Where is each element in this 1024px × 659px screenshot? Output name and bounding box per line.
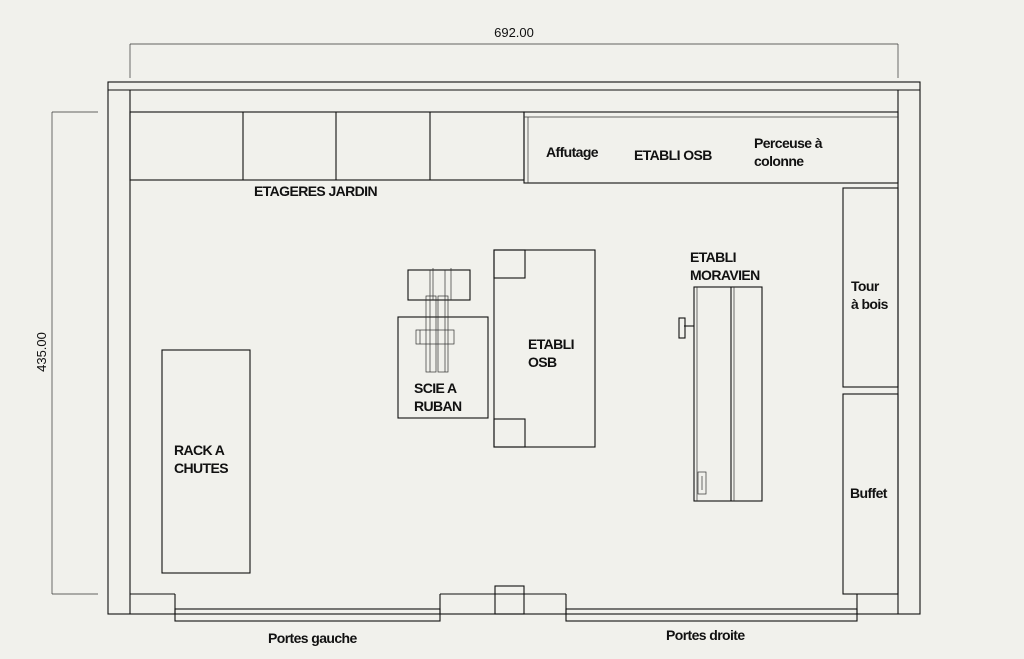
offcut-rack: RACK A CHUTES (161, 349, 251, 574)
label-affutage: Affutage (546, 144, 599, 160)
label-etabli-osb-wall: ETABLI OSB (634, 147, 712, 163)
label-rack-line1: RACK A (174, 442, 225, 458)
label-etabli-osb-line2: OSB (528, 354, 557, 370)
garden-shelves: ETAGERES JARDIN (129, 111, 525, 199)
label-tour-line1: Tour (851, 278, 880, 294)
osb-workbench-center: ETABLI OSB (493, 249, 596, 448)
label-portes-droite: Portes droite (666, 627, 745, 643)
buffet: Buffet (842, 393, 899, 595)
height-dimension: 435.00 (34, 111, 98, 595)
label-perceuse-line2: colonne (754, 153, 804, 169)
width-dimension: 692.00 (129, 25, 899, 78)
left-doors: Portes gauche (174, 608, 441, 646)
label-etabli-moravien-line2: MORAVIEN (690, 267, 760, 283)
wall-workbench: Affutage ETABLI OSB Perceuse à colonne (523, 111, 899, 184)
label-etabli-osb-line1: ETABLI (528, 336, 574, 352)
label-etabli-moravien-line1: ETABLI (690, 249, 736, 265)
label-scie-line1: SCIE A (414, 380, 457, 396)
label-tour-line2: à bois (851, 296, 889, 312)
label-buffet: Buffet (850, 485, 888, 501)
moravian-workbench: ETABLI MORAVIEN (678, 249, 763, 502)
label-portes-gauche: Portes gauche (268, 630, 357, 646)
center-pillar (494, 585, 525, 615)
label-perceuse-line1: Perceuse à (754, 135, 823, 151)
height-dimension-value: 435.00 (34, 332, 49, 372)
width-dimension-value: 692.00 (494, 25, 534, 40)
right-doors: Portes droite (565, 608, 858, 643)
label-etageres-jardin: ETAGERES JARDIN (254, 183, 377, 199)
label-scie-line2: RUBAN (414, 398, 462, 414)
band-saw: SCIE A RUBAN (397, 268, 489, 419)
wood-lathe: Tour à bois (842, 187, 899, 388)
label-rack-line2: CHUTES (174, 460, 228, 476)
